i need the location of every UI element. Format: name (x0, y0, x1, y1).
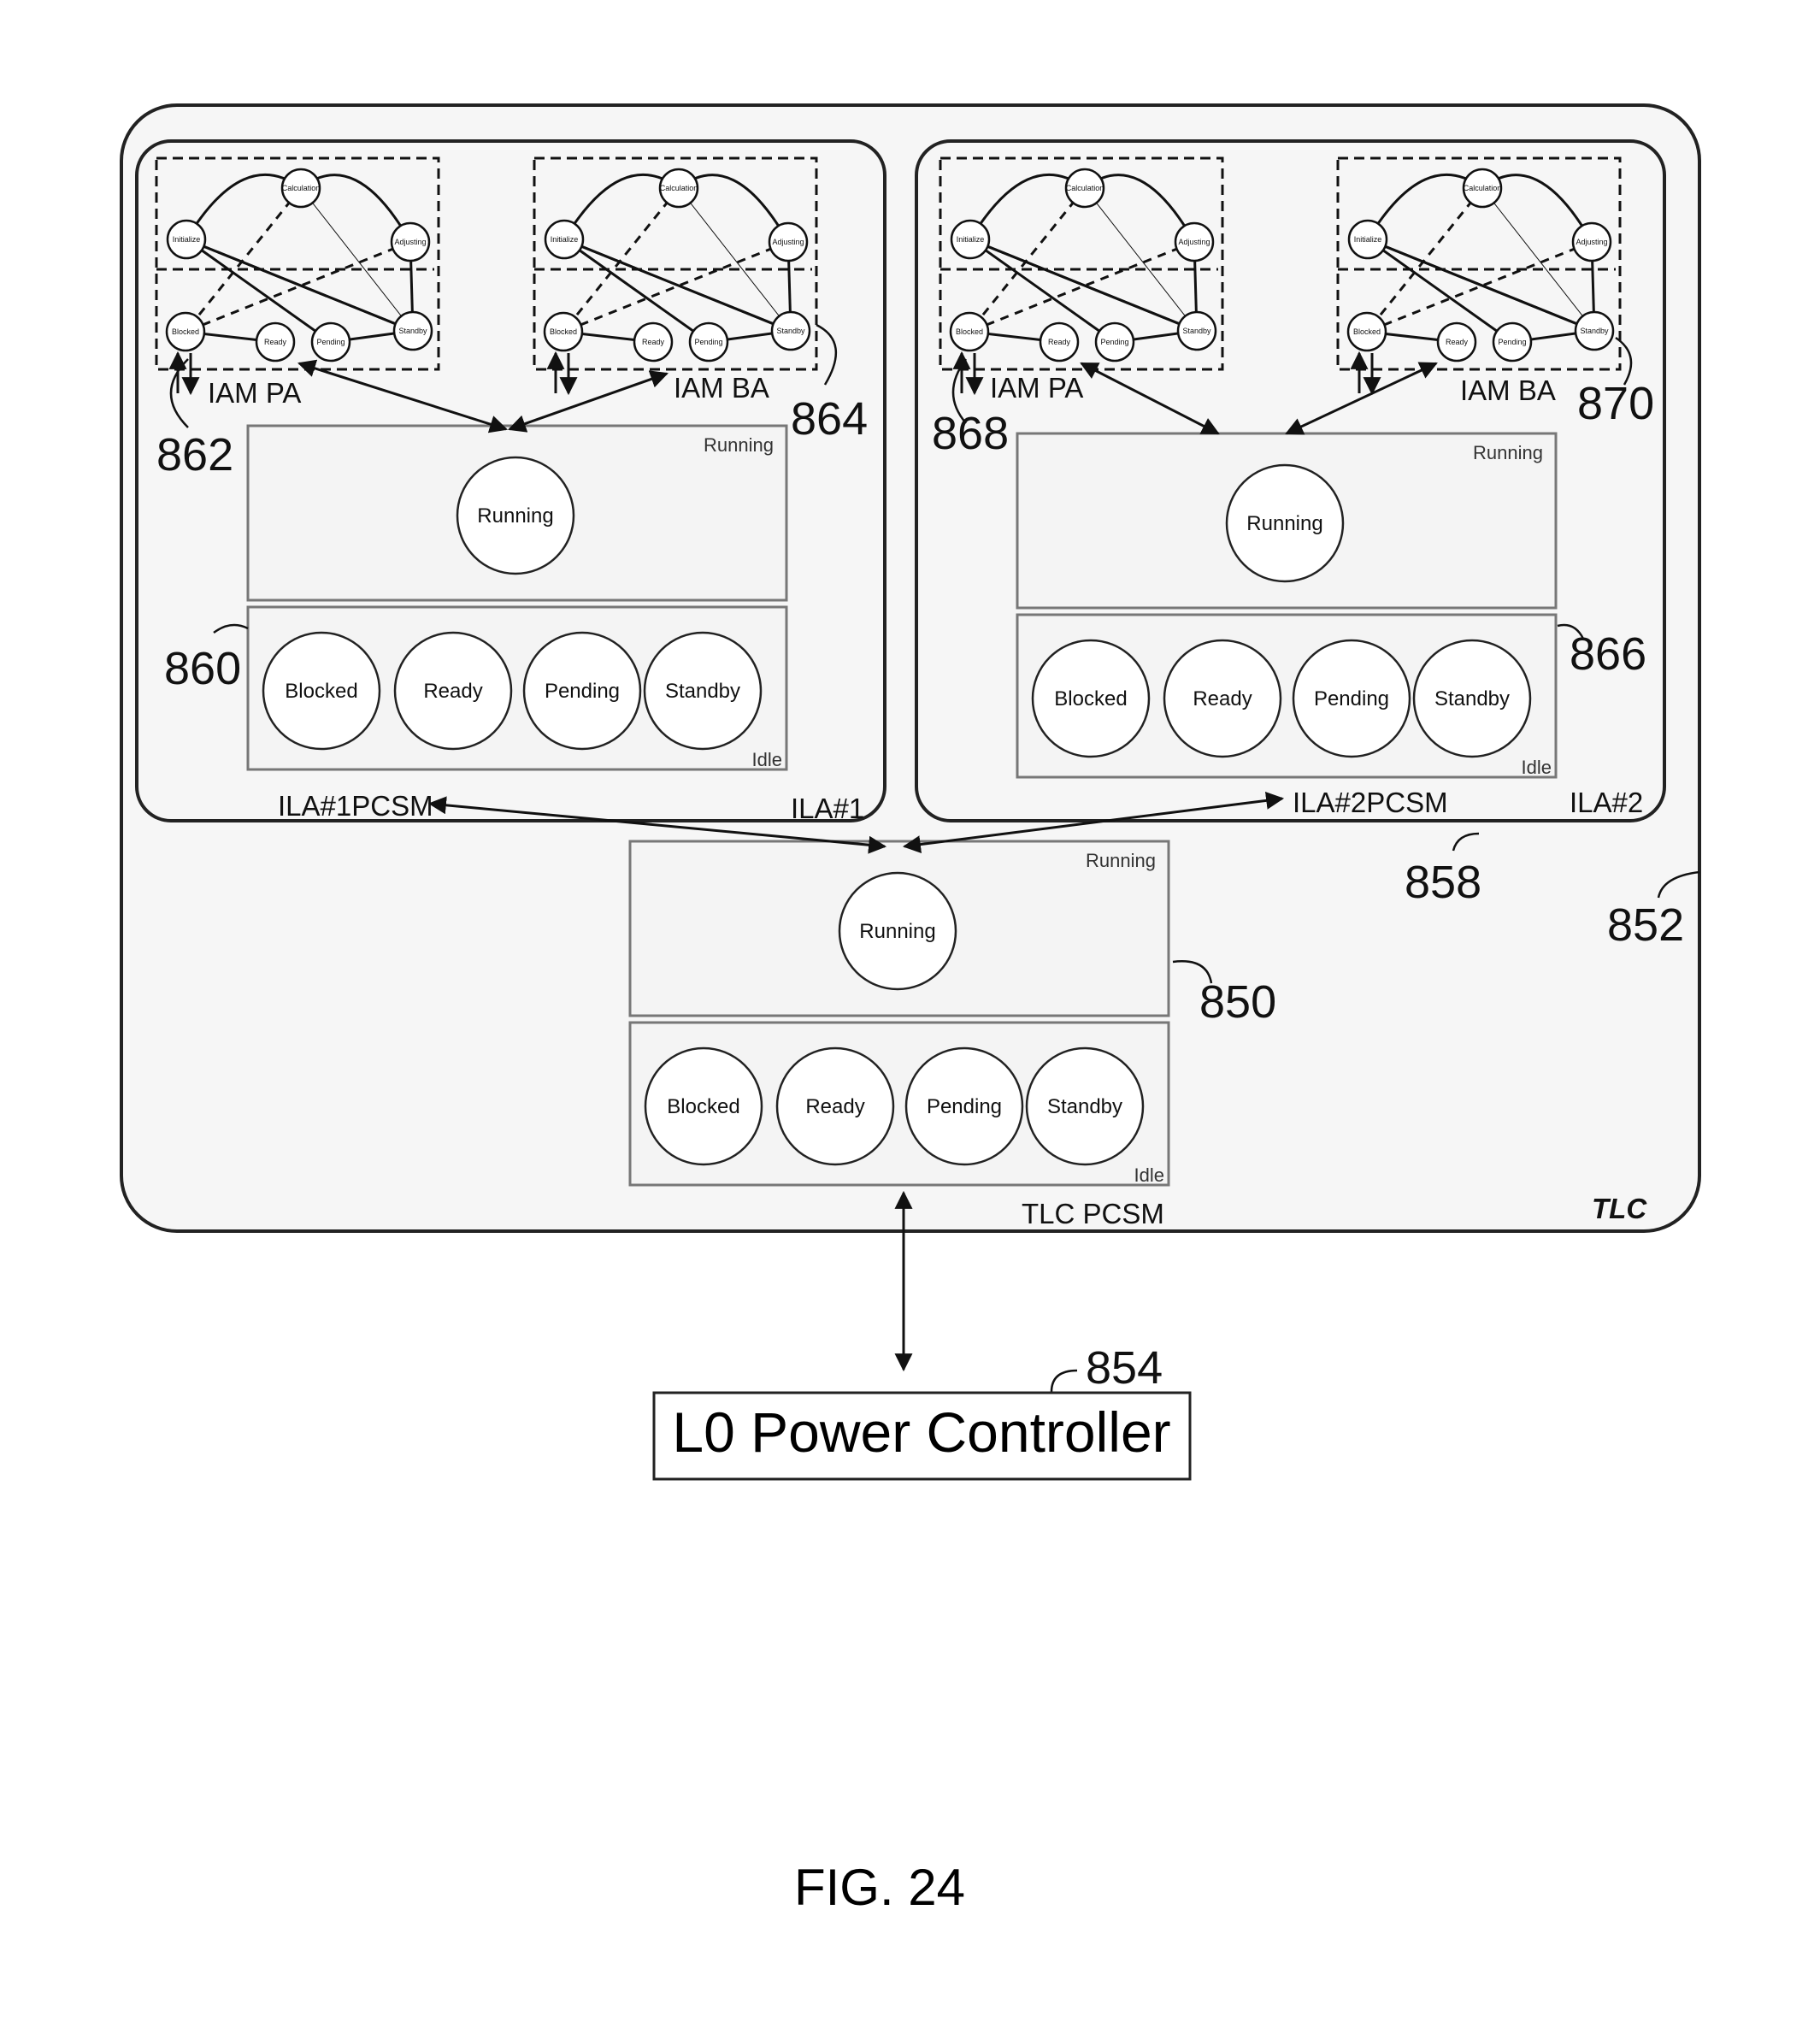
figure-label: FIG. 24 (794, 1859, 965, 1916)
ila1-iam-ba-label: IAM BA (674, 372, 769, 404)
ref-858: 858 (1405, 857, 1481, 908)
state-label: Standby (1047, 1095, 1122, 1118)
iam-state-label: Initialize (1354, 235, 1382, 244)
iam-state-label: Blocked (172, 327, 199, 336)
ref-868: 868 (932, 408, 1009, 459)
state-label: Ready (423, 680, 482, 703)
iam-state-label: Pending (1498, 338, 1526, 346)
idle-group-label: Idle (1134, 1164, 1164, 1186)
ref-852: 852 (1607, 899, 1684, 951)
ref-854: 854 (1086, 1342, 1163, 1394)
iam-state-label: Initialize (173, 235, 201, 244)
iam-state-label: Calculation (282, 184, 321, 192)
idle-group-label: Idle (752, 749, 782, 770)
iam-state-label: Ready (642, 338, 665, 346)
iam-state-label: Standby (398, 327, 427, 335)
idle-group-label: Idle (1522, 757, 1552, 778)
running-group-label: Running (704, 434, 774, 456)
ila2-label: ILA#2 (1570, 787, 1643, 818)
ref-864: 864 (791, 393, 868, 445)
iam-state-label: Pending (1100, 338, 1128, 346)
iam-state-label: Ready (1446, 338, 1469, 346)
state-running-label: Running (477, 504, 553, 528)
iam-state-label: Calculation (1464, 184, 1502, 192)
state-running-label: Running (1246, 512, 1322, 535)
ila1-pcsm: RunningRunningIdleBlockedReadyPendingSta… (248, 426, 786, 770)
ila2-pcsm-label: ILA#2PCSM (1293, 787, 1448, 818)
ref-860: 860 (164, 643, 241, 694)
iam-state-label: Calculation (1066, 184, 1104, 192)
ila1-pcsm-label: ILA#1PCSM (278, 790, 433, 822)
iam-state-label: Blocked (956, 327, 983, 336)
state-label: Ready (1193, 687, 1252, 710)
state-label: Blocked (1054, 687, 1127, 710)
tlc-pcsm: RunningRunningIdleBlockedReadyPendingSta… (630, 841, 1169, 1186)
state-label: Standby (665, 680, 740, 703)
tlc-pcsm-label: TLC PCSM (1022, 1198, 1164, 1229)
iam-state-label: Pending (316, 338, 345, 346)
running-group-label: Running (1086, 850, 1156, 871)
iam-state-label: Ready (264, 338, 287, 346)
iam-state-label: Calculation (660, 184, 698, 192)
ref-850: 850 (1199, 976, 1276, 1028)
iam-state-label: Adjusting (1178, 238, 1210, 246)
ila1-label: ILA#1 (791, 793, 864, 824)
state-label: Standby (1434, 687, 1510, 710)
iam-state-label: Blocked (1353, 327, 1381, 336)
state-label: Ready (805, 1095, 864, 1118)
state-running-label: Running (859, 920, 935, 943)
iam-state-label: Initialize (957, 235, 985, 244)
iam-state-label: Pending (694, 338, 722, 346)
state-label: Pending (1314, 687, 1389, 710)
iam-state-label: Adjusting (772, 238, 804, 246)
tlc-label: TLC (1592, 1193, 1647, 1224)
ref-870: 870 (1577, 378, 1654, 429)
iam-state-label: Standby (1580, 327, 1609, 335)
state-label: Blocked (285, 680, 357, 703)
iam-state-label: Standby (776, 327, 805, 335)
ila2-iam-ba-label: IAM BA (1460, 374, 1556, 406)
state-label: Blocked (667, 1095, 739, 1118)
iam-state-label: Standby (1182, 327, 1211, 335)
l0-power-controller-label: L0 Power Controller (672, 1400, 1170, 1464)
ila2-iam-pa-label: IAM PA (990, 372, 1083, 404)
state-label: Pending (927, 1095, 1002, 1118)
iam-state-label: Adjusting (1576, 238, 1607, 246)
ila2-pcsm: RunningRunningIdleBlockedReadyPendingSta… (1017, 433, 1556, 778)
running-group-label: Running (1473, 442, 1543, 463)
iam-state-label: Initialize (551, 235, 579, 244)
iam-state-label: Ready (1048, 338, 1071, 346)
ila1-iam-pa-label: IAM PA (208, 377, 301, 409)
iam-state-label: Adjusting (394, 238, 426, 246)
state-label: Pending (545, 680, 620, 703)
iam-state-label: Blocked (550, 327, 577, 336)
ref-862: 862 (156, 429, 233, 480)
